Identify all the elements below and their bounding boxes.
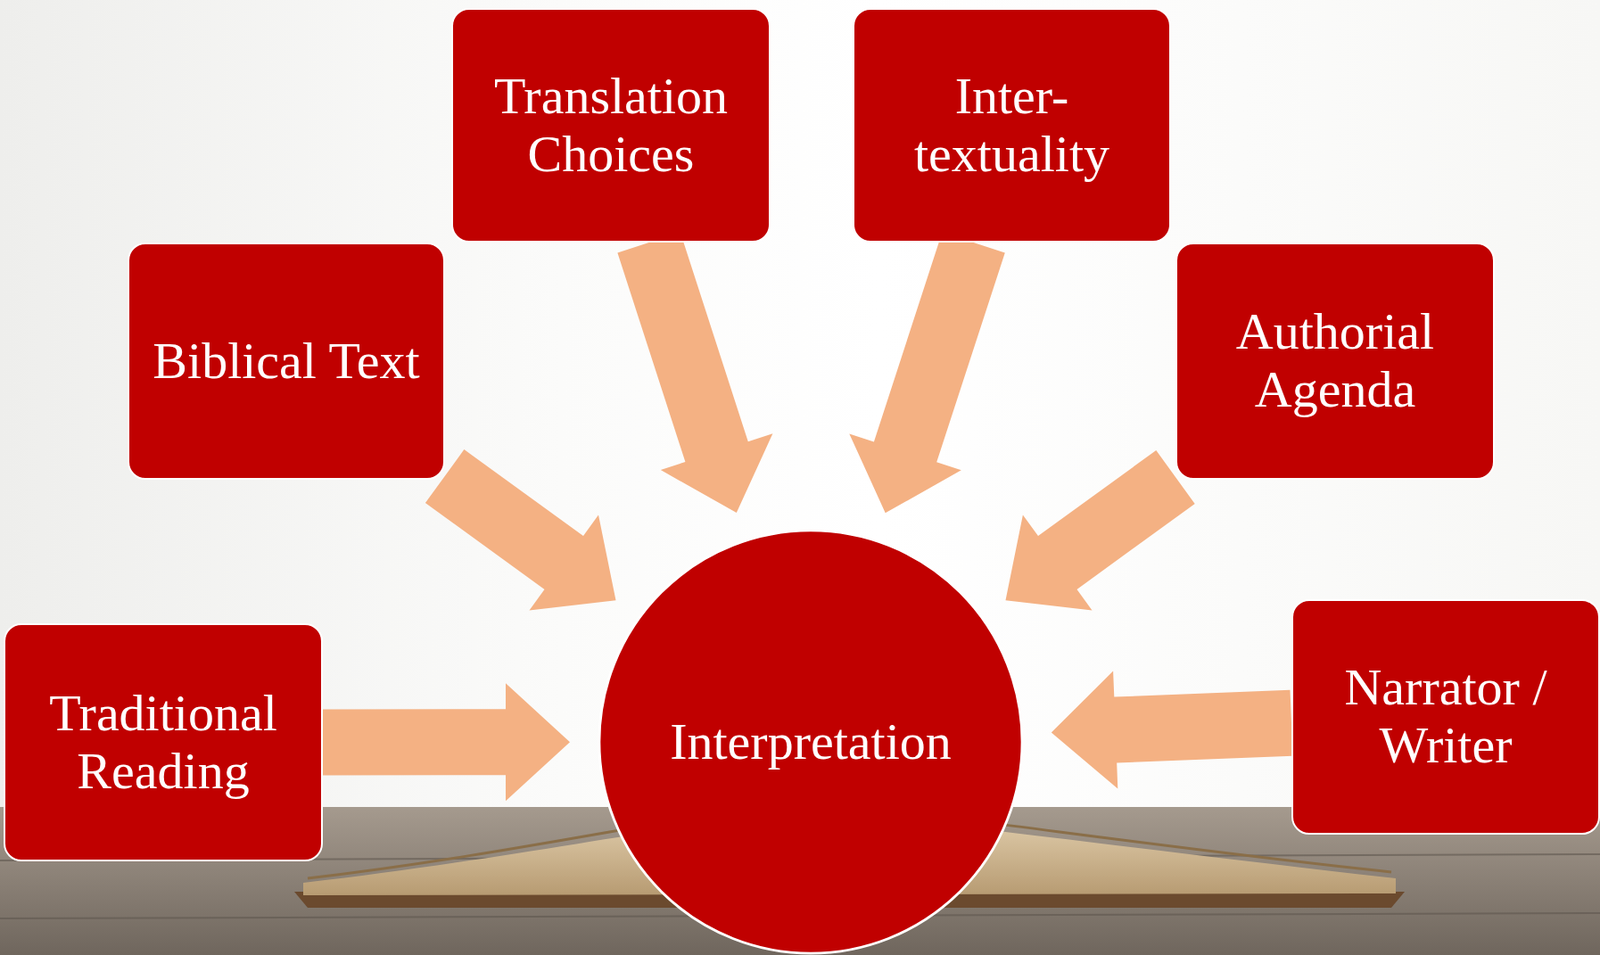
concept-box: Biblical Text [127, 242, 445, 480]
node-label: Translation Choices [453, 67, 769, 184]
node-label: Inter-textuality [854, 67, 1170, 184]
text-stack: Biblical Text [140, 332, 432, 391]
text-stack: Interpretation [657, 713, 965, 772]
node-label: Biblical Text [140, 332, 432, 391]
concept-box: Narrator / Writer [1291, 599, 1600, 835]
text-stack: Inter-textuality [854, 67, 1170, 184]
node-label: Narrator / Writer [1293, 659, 1599, 776]
block-arrow [425, 449, 617, 611]
text-stack: Authorial Agenda [1177, 303, 1493, 420]
text-stack: Narrator / Writer [1293, 659, 1599, 776]
node-label: Traditional Reading [5, 684, 322, 801]
concept-box: Translation Choices [451, 8, 771, 243]
node-label: Interpretation [657, 713, 965, 772]
text-stack: Traditional Reading [5, 684, 322, 801]
center-circle: Interpretation [596, 527, 1025, 955]
block-arrow [1006, 450, 1196, 611]
text-stack: Translation Choices [453, 67, 769, 184]
concept-box: Authorial Agenda [1175, 242, 1495, 480]
block-arrow [1051, 671, 1294, 790]
concept-box: Traditional Reading [3, 623, 323, 862]
block-arrow [849, 232, 1006, 514]
concept-box: Inter-textuality [852, 8, 1172, 243]
block-arrow [322, 683, 570, 801]
block-arrow [617, 232, 773, 513]
node-label: Authorial Agenda [1177, 303, 1493, 420]
